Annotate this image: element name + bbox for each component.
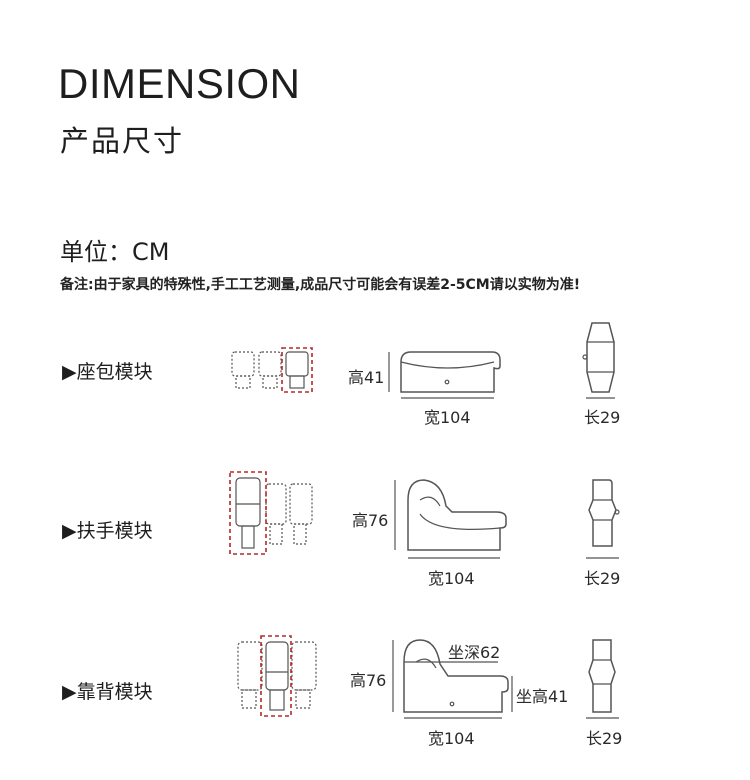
armrest-module-side-view (588, 479, 620, 547)
backrest-height-label: 高76 (350, 671, 387, 690)
seat-width-label: 宽104 (424, 408, 471, 427)
backrest-seat-depth-label: 坐深62 (448, 643, 501, 662)
backrest-seat-height-label: 坐高41 (516, 687, 569, 706)
page-title-english: DIMENSION (58, 60, 301, 107)
module-label-armrest: ▶扶手模块 (62, 520, 153, 542)
armrest-length-label: 长29 (584, 569, 621, 588)
unit-label: 单位：CM (60, 238, 170, 266)
seat-module-layout-icon (231, 347, 313, 393)
armrest-module-layout-icon (229, 471, 313, 555)
module-label-backrest: ▶靠背模块 (62, 681, 153, 703)
page-title-chinese: 产品尺寸 (60, 124, 185, 158)
measurement-note: 备注:由于家具的特殊性,手工工艺测量,成品尺寸可能会有误差2-5CM请以实物为准… (60, 277, 581, 293)
backrest-module-layout-icon (237, 635, 317, 717)
module-label-seat: ▶座包模块 (62, 361, 153, 383)
seat-height-label: 高41 (348, 368, 385, 387)
armrest-module-front-view (407, 479, 507, 551)
armrest-height-label: 高76 (352, 511, 389, 530)
backrest-module-side-view (588, 639, 616, 713)
armrest-width-label: 宽104 (428, 569, 475, 588)
backrest-length-label: 长29 (586, 729, 623, 748)
seat-length-label: 长29 (584, 408, 621, 427)
backrest-width-label: 宽104 (428, 729, 475, 748)
seat-module-front-view (400, 351, 501, 393)
backrest-module-front-view (403, 639, 509, 713)
seat-module-side-view (582, 322, 615, 393)
